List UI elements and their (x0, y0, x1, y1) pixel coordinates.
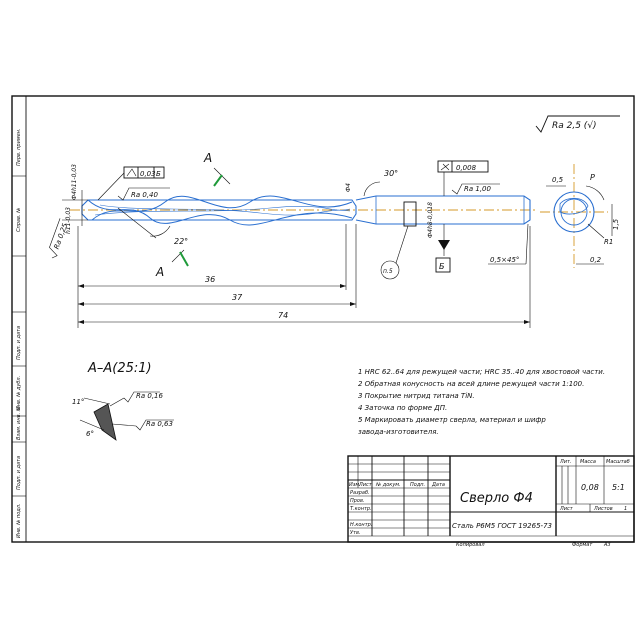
base-b-box (435, 257, 451, 273)
tb-row-3: Подп. (410, 482, 425, 488)
tb-format: A3 (603, 542, 611, 548)
marking-area (403, 201, 417, 227)
ra-016: Ra 0,16 (136, 392, 164, 400)
tb-row-0: Изм. (349, 482, 361, 488)
title-block: Изм. Лист № докум. Подп. Дата Разраб. Пр… (347, 455, 635, 548)
side-label-1: Справ. № (16, 208, 22, 232)
shank-annotations: Ф4 30° 0,008 Ra 1,00 Ф4h8-0,018 Б 0,5×45… (345, 160, 529, 280)
tech-notes: 1 HRC 62..64 для режущей части; HRC 35..… (358, 368, 605, 436)
tb-role-2: Т.контр. (350, 506, 372, 512)
ra-100: Ra 1,00 (464, 185, 492, 193)
tb-role-3: Н.контр. (350, 522, 372, 528)
tol-value-003: 0,03 (140, 170, 156, 178)
ra-025: Ra 0,25 (53, 222, 70, 251)
label-p: P (590, 173, 595, 182)
dim-36: 36 (205, 275, 215, 284)
part-material: Сталь Р6М5 ГОСТ 19265-73 (452, 522, 552, 530)
dim-h11: h11-0,03 (65, 207, 72, 234)
section-marker-top: A (203, 151, 212, 165)
angle-30: 30° (384, 169, 398, 178)
ra-063: Ra 0,63 (146, 420, 173, 428)
side-label-5: Подп. и дата (16, 456, 22, 490)
dim-chamfer: 0,5×45° (490, 256, 519, 264)
roughness-general-text: Ra 2,5 (√) (552, 120, 597, 131)
angle-6: 6° (86, 430, 94, 438)
tb-sheet-label: Лист (559, 506, 574, 512)
dim-05: 0,5 (552, 176, 564, 184)
tb-scale: 5:1 (612, 483, 625, 492)
tb-lit-label: Лит. (559, 459, 572, 465)
dim-d-tol: Ф4h11-0,03 (71, 164, 78, 200)
tb-copied: Копировал (456, 542, 485, 548)
balloon-5 (380, 260, 400, 280)
tb-format-label: Формат (572, 542, 593, 548)
tb-scale-label: Масштаб (606, 459, 630, 465)
tb-mass: 0,08 (581, 483, 599, 492)
side-strip: Перв. примен. Справ. № Подп. и дата Инв.… (12, 128, 26, 538)
section-aa: А–А(25:1) 11° 6° Ra 0,16 Ra 0,63 (72, 361, 174, 441)
tol-frame-runout (437, 160, 489, 173)
left-annotations: Ф4h11-0,03 h11-0,03 0,03 Б Ra 0,40 Ra 0,… (49, 164, 188, 259)
drill-body (81, 195, 531, 227)
tb-row-4: Дата (431, 482, 445, 488)
tb-sheets: 1 (624, 506, 627, 512)
dim-d-shank: Ф4h8-0,018 (427, 202, 434, 238)
dim-r1: R1 (604, 238, 613, 246)
side-label-3: Инв. № дубл. (16, 376, 22, 410)
tb-row-2: № докум. (375, 482, 401, 488)
tb-mass-label: Масса (580, 459, 596, 465)
dim-15: 1,5 (612, 218, 620, 230)
section-title: А–А(25:1) (87, 361, 152, 376)
dim-74: 74 (278, 311, 288, 320)
runout-value: 0,008 (456, 164, 477, 172)
side-label-2: Подп. и дата (16, 326, 22, 360)
side-label-6: Инв. № подл. (16, 504, 22, 539)
angle-22: 22° (174, 237, 188, 246)
tb-role-0: Разраб. (350, 490, 370, 496)
tb-sheets-label: Листов (593, 506, 613, 512)
balloon-5-text: п.5 (383, 268, 393, 275)
section-marker-bottom: A (155, 265, 164, 279)
outer-frame (11, 95, 635, 543)
tol-base-b: Б (156, 170, 161, 178)
note-4: 4 Заточка по форме ДП. (358, 404, 447, 412)
note-5b: завода-изготовителя. (358, 428, 439, 436)
general-roughness: Ra 2,5 (√) (535, 115, 620, 133)
tb-row-1: Лист (358, 482, 373, 488)
base-b: Б (439, 262, 445, 271)
note-2: 2 Обратная конусность на всей длине режу… (358, 380, 584, 388)
ra-040: Ra 0,40 (131, 191, 159, 199)
dim-02: 0,2 (590, 256, 602, 264)
angle-11: 11° (72, 398, 84, 406)
tol-frame-1 (123, 166, 165, 179)
note-3: 3 Покрытие нитрид титана TiN. (358, 392, 475, 400)
side-label-0: Перв. примен. (16, 128, 22, 166)
note-5: 5 Маркировать диаметр сверла, материал и… (358, 416, 546, 424)
tb-role-4: Утв. (350, 530, 361, 536)
side-label-4: Взам. инв. № (16, 406, 22, 440)
dim-37: 37 (232, 293, 243, 302)
part-name: Сверло Ф4 (460, 491, 533, 506)
length-dims: 36 37 74 (77, 224, 531, 328)
end-view: 0,5 P 1,5 R1 0,2 (540, 164, 620, 268)
tb-role-1: Пров. (350, 498, 365, 504)
dim-d-cut: Ф4 (345, 183, 352, 192)
note-1: 1 HRC 62..64 для режущей части; HRC 35..… (358, 368, 605, 376)
section-markers: A A (155, 151, 231, 279)
